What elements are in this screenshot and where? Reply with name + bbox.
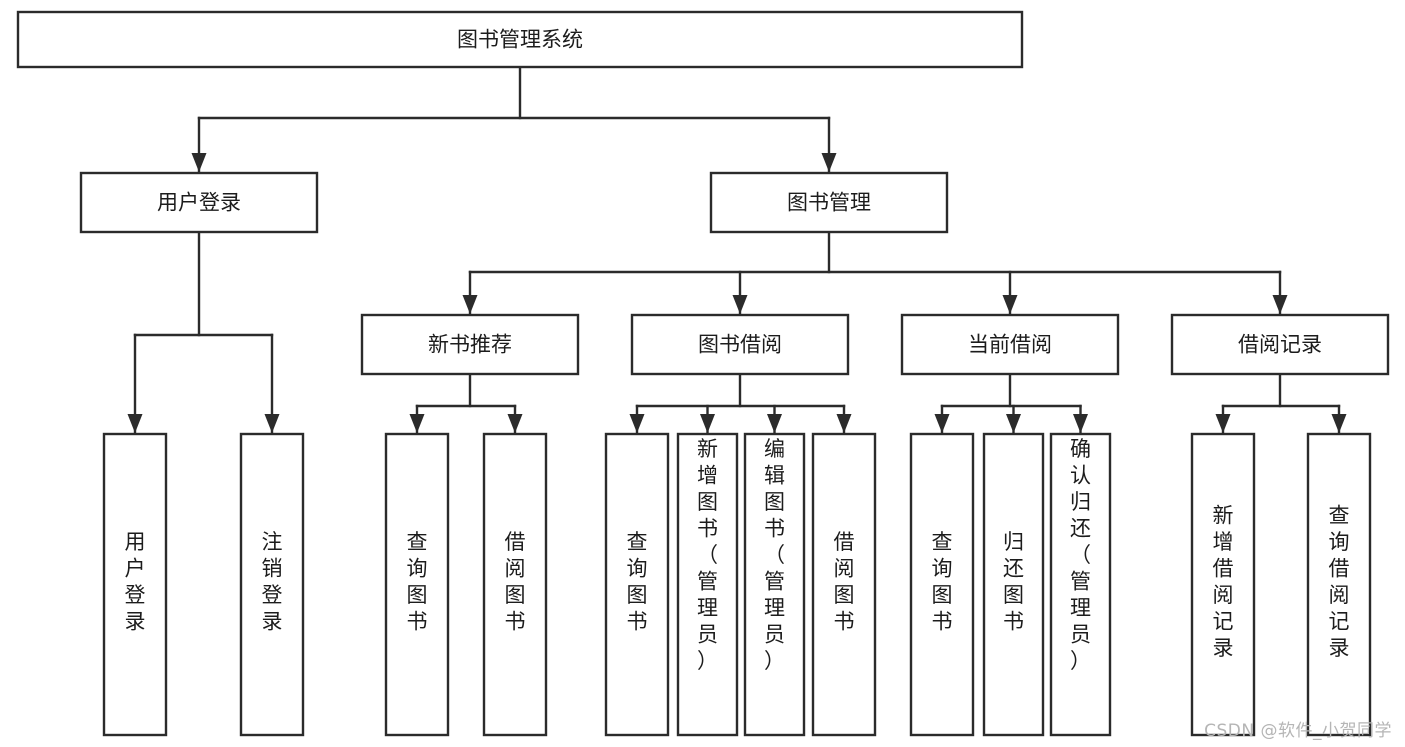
node-box xyxy=(1190,432,1256,737)
node-leaf-2[interactable]: 查询图书 xyxy=(384,432,450,737)
node-label: 归还图书 xyxy=(1003,530,1024,634)
node-label: 借阅图书 xyxy=(834,530,855,634)
node-leaf-3[interactable]: 借阅图书 xyxy=(482,432,548,737)
arrow-head-icon xyxy=(1073,414,1088,433)
arrow-head-icon xyxy=(507,414,523,433)
arrow-head-icon xyxy=(700,414,715,433)
node-l3-1[interactable]: 图书借阅 xyxy=(630,313,850,376)
node-box xyxy=(79,171,319,234)
node-label: 新增图书（管理员） xyxy=(697,437,718,673)
node-box xyxy=(811,432,877,737)
arrow-head-icon xyxy=(1272,295,1288,314)
node-l3-0[interactable]: 新书推荐 xyxy=(360,313,580,376)
node-layer: 图书管理系统用户登录图书管理新书推荐图书借阅当前借阅借阅记录用户登录注销登录查询… xyxy=(16,10,1390,737)
arrow-head-icon xyxy=(934,414,950,433)
node-box xyxy=(743,432,806,737)
arrow-head-icon xyxy=(1002,295,1018,314)
node-box xyxy=(102,432,168,737)
node-box xyxy=(360,313,580,376)
node-box xyxy=(1049,432,1112,737)
node-label: 图书管理系统 xyxy=(457,28,583,52)
node-label: 图书管理 xyxy=(787,191,871,215)
node-label: 当前借阅 xyxy=(968,333,1052,357)
node-label: 查询图书 xyxy=(932,530,953,634)
arrow-head-icon xyxy=(767,414,782,433)
node-box xyxy=(676,432,739,737)
node-label: 借阅记录 xyxy=(1238,333,1322,357)
node-leaf-1[interactable]: 注销登录 xyxy=(239,432,305,737)
node-box xyxy=(1170,313,1390,376)
node-label: 图书借阅 xyxy=(698,333,782,357)
arrow-head-icon xyxy=(462,295,478,314)
node-box xyxy=(909,432,975,737)
arrow-head-icon xyxy=(409,414,425,433)
node-l2-0[interactable]: 用户登录 xyxy=(79,171,319,234)
arrow-head-icon xyxy=(1331,414,1347,433)
node-box xyxy=(900,313,1120,376)
node-leaf-4[interactable]: 查询图书 xyxy=(604,432,670,737)
arrow-head-icon xyxy=(1215,414,1231,433)
arrow-head-icon xyxy=(821,153,837,172)
node-l3-2[interactable]: 当前借阅 xyxy=(900,313,1120,376)
node-box xyxy=(384,432,450,737)
node-label: 新书推荐 xyxy=(428,333,512,357)
node-label: 借阅图书 xyxy=(505,530,526,634)
node-root-0[interactable]: 图书管理系统 xyxy=(16,10,1024,69)
node-leaf-6[interactable]: 编辑图书（管理员） xyxy=(743,432,806,737)
arrow-head-icon xyxy=(732,295,748,314)
node-leaf-9[interactable]: 归还图书 xyxy=(982,432,1045,737)
node-box xyxy=(982,432,1045,737)
node-label: 用户登录 xyxy=(125,530,146,634)
node-box xyxy=(482,432,548,737)
node-label: 查询图书 xyxy=(407,530,428,634)
node-l3-3[interactable]: 借阅记录 xyxy=(1170,313,1390,376)
node-leaf-8[interactable]: 查询图书 xyxy=(909,432,975,737)
node-box xyxy=(604,432,670,737)
node-box xyxy=(1306,432,1372,737)
connector-layer xyxy=(127,65,1347,435)
node-box xyxy=(630,313,850,376)
node-label: 新增借阅记录 xyxy=(1213,503,1234,660)
node-leaf-0[interactable]: 用户登录 xyxy=(102,432,168,737)
node-leaf-12[interactable]: 查询借阅记录 xyxy=(1306,432,1372,737)
arrow-head-icon xyxy=(836,414,852,433)
node-box xyxy=(239,432,305,737)
node-label: 查询图书 xyxy=(627,530,648,634)
node-leaf-5[interactable]: 新增图书（管理员） xyxy=(676,432,739,737)
node-label: 用户登录 xyxy=(157,191,241,215)
node-leaf-10[interactable]: 确认归还（管理员） xyxy=(1049,432,1112,737)
node-label: 编辑图书（管理员） xyxy=(764,437,785,673)
node-label: 确认归还（管理员） xyxy=(1070,437,1091,673)
node-l2-1[interactable]: 图书管理 xyxy=(709,171,949,234)
arrow-head-icon xyxy=(629,414,645,433)
node-box xyxy=(709,171,949,234)
node-label: 注销登录 xyxy=(262,530,283,634)
node-box xyxy=(16,10,1024,69)
arrow-head-icon xyxy=(264,414,280,433)
node-leaf-11[interactable]: 新增借阅记录 xyxy=(1190,432,1256,737)
arrow-head-icon xyxy=(127,414,143,433)
node-label: 查询借阅记录 xyxy=(1329,503,1350,660)
arrow-head-icon xyxy=(1006,414,1021,433)
arrow-head-icon xyxy=(191,153,207,172)
node-leaf-7[interactable]: 借阅图书 xyxy=(811,432,877,737)
